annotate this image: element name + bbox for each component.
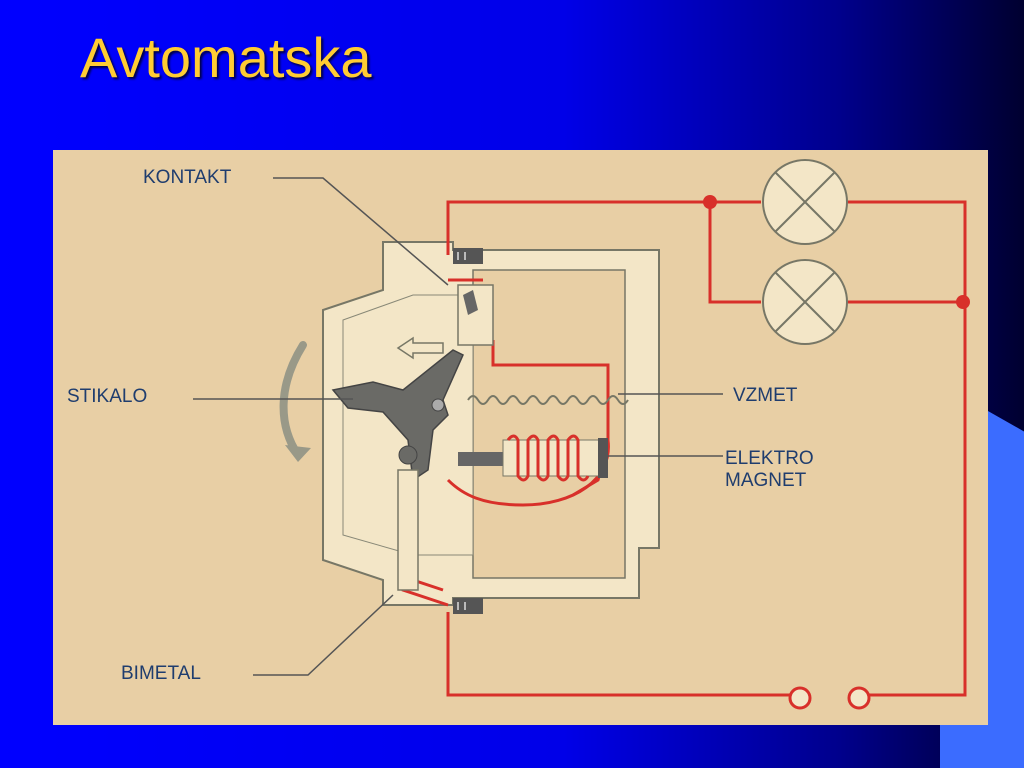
- screw-bottom: [453, 598, 483, 614]
- magnet-coil: [506, 434, 590, 482]
- contact-block: [457, 284, 494, 346]
- direction-arrow: [396, 336, 444, 360]
- label-stikalo: STIKALO: [67, 386, 148, 407]
- contact-tip: [463, 290, 478, 315]
- label-bimetal: BIMETAL: [121, 663, 201, 684]
- bimetal-strip: [397, 469, 419, 591]
- spring-coil: [467, 395, 629, 405]
- circuit-breaker-diagram: KONTAKT STIKALO VZMET ELEKTRO MAGNET BIM…: [53, 150, 988, 725]
- leader-lines: [193, 177, 723, 676]
- switch-lever: [331, 349, 464, 482]
- magnet-core: [502, 439, 604, 477]
- lamp-2: [762, 259, 848, 345]
- label-vzmet: VZMET: [733, 385, 798, 406]
- label-elektromagnet: ELEKTRO MAGNET: [725, 448, 814, 492]
- lever-pivot: [431, 398, 445, 412]
- screw-top: [453, 248, 483, 264]
- wire-junction-top: [703, 195, 717, 209]
- label-kontakt: KONTAKT: [143, 167, 232, 188]
- diagram-drawing: [193, 159, 970, 710]
- terminal-right: [847, 686, 871, 710]
- magnet-endplate: [598, 438, 608, 478]
- label-elektromagnet-line2: MAGNET: [725, 469, 807, 491]
- wire-junction-right: [956, 295, 970, 309]
- slide-title: Avtomatska: [80, 26, 372, 89]
- housing-inner-cutout: [472, 269, 626, 579]
- lever-latch: [398, 445, 418, 465]
- label-elektromagnet-line1: ELEKTRO: [725, 448, 814, 469]
- terminal-left: [788, 686, 812, 710]
- magnet-plunger: [458, 452, 503, 466]
- rotation-arrowhead: [285, 445, 311, 462]
- rotation-arc: [279, 341, 307, 459]
- lamp-1: [762, 159, 848, 245]
